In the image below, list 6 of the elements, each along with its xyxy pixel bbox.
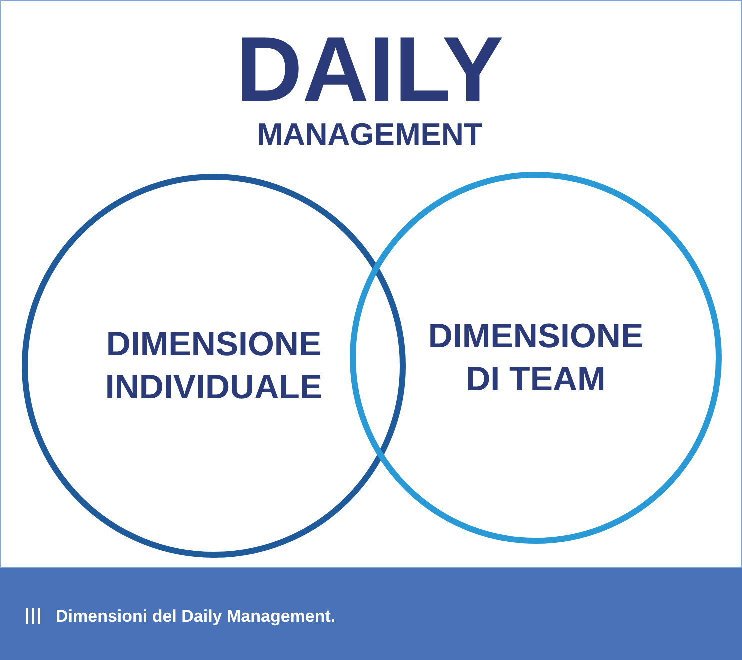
circle-label: DIMENSIONE INDIVIDUALE — [104, 324, 324, 408]
venn-circle — [350, 172, 722, 544]
caption: Dimensioni del Daily Management. — [56, 607, 336, 627]
title: DAILY MANAGEMENT — [235, 22, 505, 150]
circle-label: DIMENSIONE DI TEAM — [427, 316, 645, 400]
venn-circle — [22, 174, 406, 558]
